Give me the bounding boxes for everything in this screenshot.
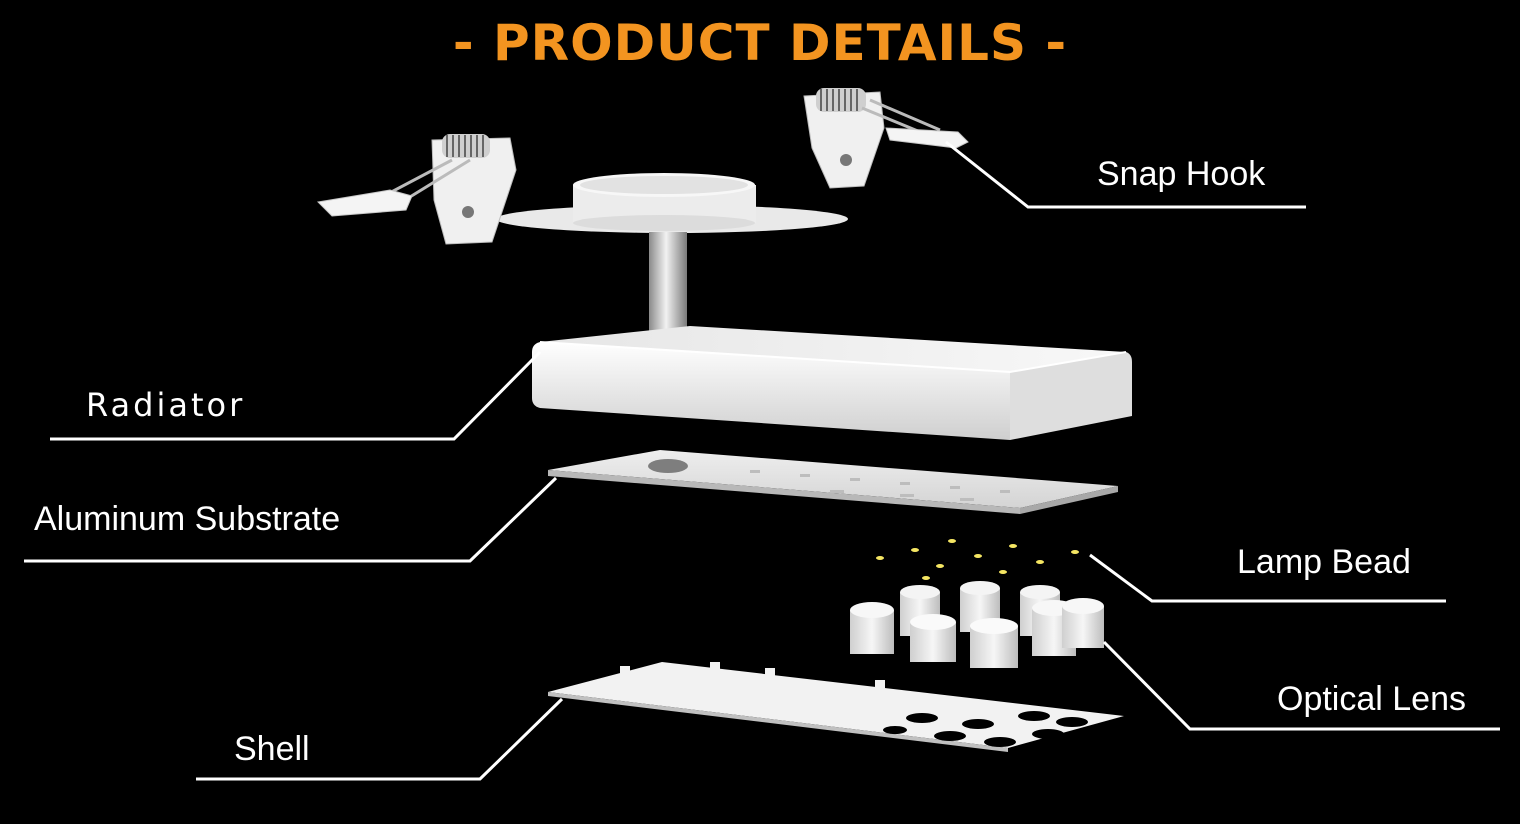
lamp-beads (876, 539, 1079, 580)
label-snap-hook: Snap Hook (1097, 155, 1266, 193)
snap-hook-right (803, 88, 969, 189)
label-aluminum-substrate: Aluminum Substrate (34, 500, 341, 538)
aluminum-substrate-plate (548, 450, 1118, 514)
leader-lines (24, 140, 1500, 781)
label-shell: Shell (234, 730, 310, 768)
snap-hook-left (316, 134, 517, 245)
leader-line-lamp-bead (1089, 553, 1446, 603)
leader-line-shell (196, 697, 564, 781)
label-lamp-bead: Lamp Bead (1237, 543, 1411, 581)
page-title: - PRODUCT DETAILS - (452, 14, 1068, 72)
mounting-cylinder (573, 173, 756, 231)
lens-middle-row (850, 598, 1104, 656)
shell-plate (548, 662, 1124, 752)
leader-line-radiator (50, 350, 542, 441)
leader-line-aluminum-substrate (24, 476, 558, 563)
leader-line-snap-hook (945, 140, 1306, 209)
support-pole (649, 232, 687, 338)
leader-line-optical-lens (1102, 640, 1500, 731)
lens-front-row (910, 614, 1018, 668)
radiator-block (532, 326, 1132, 440)
label-radiator: Radiator (86, 386, 246, 424)
optical-lenses (850, 581, 1104, 668)
snap-hook-assembly (316, 88, 969, 343)
label-optical-lens: Optical Lens (1277, 680, 1466, 718)
